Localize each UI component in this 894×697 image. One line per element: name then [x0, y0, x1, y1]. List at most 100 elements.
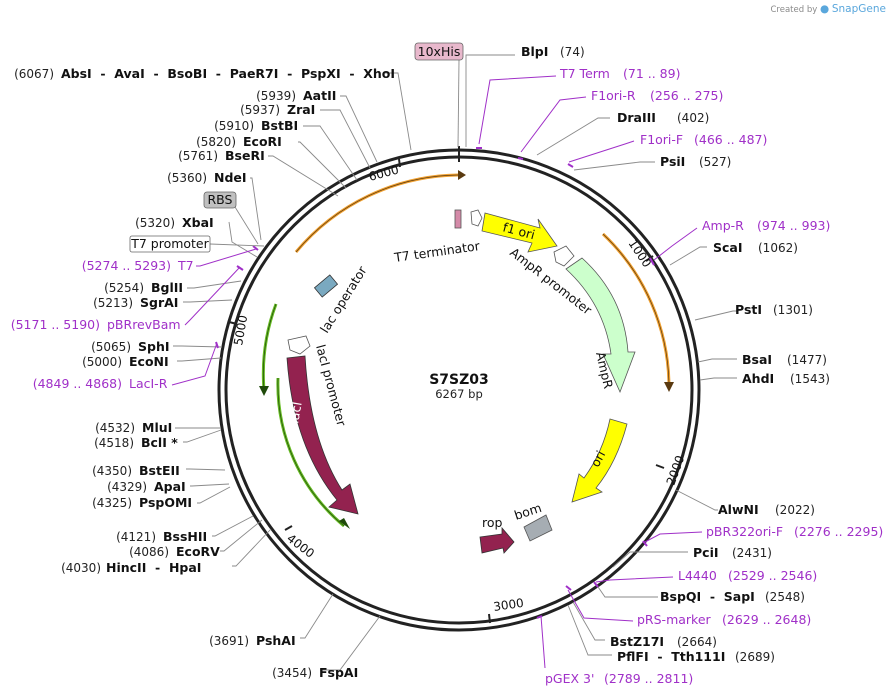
enzyme-label-aatii[interactable]: (5939)AatII — [256, 88, 336, 103]
svg-text:(4030): (4030) — [61, 561, 101, 575]
primer-label-t7term[interactable]: T7 Term(71 .. 89) — [559, 66, 680, 81]
enzyme-label-bstz17i[interactable]: BstZ17I(2664) — [610, 634, 717, 649]
enzyme-label-blpi[interactable]: BlpI(74) — [521, 44, 585, 59]
primer-label-pgex3[interactable]: pGEX 3'(2789 .. 2811) — [545, 671, 693, 686]
svg-text:BspQI - SapI: BspQI - SapI — [660, 589, 755, 604]
svg-text:BglII: BglII — [151, 280, 183, 295]
enzyme-label-bsteii[interactable]: (4350) BstEII — [92, 463, 180, 478]
enzyme-label-zrai[interactable]: (5937)ZraI — [240, 102, 315, 117]
enzyme-label-ecorv[interactable]: (4086)EcoRV — [129, 544, 220, 559]
tick-4000: 4000 — [284, 531, 317, 561]
enzyme-label-psii[interactable]: PsiI(527) — [660, 154, 731, 169]
svg-text:(2629 .. 2648): (2629 .. 2648) — [722, 612, 811, 627]
rop-label: rop — [482, 515, 503, 530]
primer-label-amp-r[interactable]: Amp-R(974 .. 993) — [702, 218, 830, 233]
svg-text:(4350): (4350) — [92, 464, 132, 478]
svg-text:AlwNI: AlwNI — [718, 502, 759, 517]
enzyme-label-scai[interactable]: ScaI(1062) — [713, 240, 798, 255]
enzyme-label-pflfi-tth111i[interactable]: PflFI - Tth111I(2689) — [617, 649, 775, 664]
enzyme-label-xbai[interactable]: (5320)XbaI — [135, 215, 214, 230]
enzyme-label-ahdi[interactable]: AhdI(1543) — [742, 371, 830, 386]
svg-text:EcoNI: EcoNI — [129, 354, 169, 369]
plasmid-name: S7SZ03 — [429, 372, 489, 388]
svg-text:(5065): (5065) — [91, 340, 131, 354]
enzyme-label-ndei[interactable]: (5360)NdeI — [167, 170, 246, 185]
orange-arc-top-arrow — [458, 170, 466, 180]
enzyme-label-psti[interactable]: PstI(1301) — [735, 302, 813, 317]
tick-5000: 5000 — [231, 314, 250, 347]
primer-label-laci-r[interactable]: (4849 .. 4868)LacI-R — [33, 376, 168, 391]
svg-text:(71 .. 89): (71 .. 89) — [623, 66, 680, 81]
svg-text:(5320): (5320) — [135, 216, 175, 230]
rop-arrow — [479, 526, 515, 554]
enzyme-label-xhoi-group[interactable]: (6067)AbsI - AvaI - BsoBI - PaeR7I - Psp… — [14, 66, 395, 81]
svg-text:pRS-marker: pRS-marker — [637, 612, 712, 627]
plasmid-length: 6267 bp — [435, 387, 483, 401]
enzyme-label-apai[interactable]: (4329)ApaI — [107, 479, 186, 494]
enzyme-label-alwni[interactable]: AlwNI (2022) — [718, 502, 815, 517]
svg-text:(1543): (1543) — [790, 372, 830, 386]
enzyme-label-econi[interactable]: (5000)EcoNI — [82, 354, 169, 369]
enzyme-label-bseri[interactable]: (5761)BseRI — [178, 148, 265, 163]
primer-label-f1ori-f[interactable]: F1ori-F(466 .. 487) — [640, 132, 767, 147]
rbs-leader — [234, 206, 259, 245]
t7-terminator-mark — [454, 209, 462, 229]
svg-text:(5254): (5254) — [104, 281, 144, 295]
enzyme-label-bsshii[interactable]: (4121) BssHII — [116, 529, 207, 544]
svg-text:AbsI - AvaI - BsoBI - Pa: AbsI - AvaI - BsoBI - PaeR7I - PspXI - X… — [61, 66, 395, 81]
enzyme-label-bstbi[interactable]: (5910)BstBI — [214, 118, 298, 133]
primer-label-f1ori-r[interactable]: F1ori-R(256 .. 275) — [591, 88, 723, 103]
t7-promoter-leader — [209, 243, 265, 247]
enzyme-label-bcli[interactable]: (4518)BclI * — [94, 435, 178, 450]
enzyme-label-bsai[interactable]: BsaI(1477) — [742, 352, 827, 367]
his-tag-box[interactable]: 10xHis — [414, 42, 464, 61]
primer-label-l4440[interactable]: L4440(2529 .. 2546) — [678, 568, 817, 583]
svg-text:BstZ17I: BstZ17I — [610, 634, 664, 649]
svg-text:(466 .. 487): (466 .. 487) — [694, 132, 767, 147]
svg-text:(974 .. 993): (974 .. 993) — [757, 218, 830, 233]
primer-label-t7[interactable]: (5274 .. 5293) T7 — [82, 258, 194, 273]
svg-text:T7: T7 — [177, 258, 194, 273]
enzyme-leaders — [173, 54, 738, 671]
t7-promoter-label: T7 promoter — [130, 236, 209, 251]
svg-text:NdeI: NdeI — [214, 170, 247, 185]
primer-label-pbrrevbam[interactable]: (5171 .. 5190)pBRrevBam — [11, 317, 181, 332]
enzyme-label-sphi[interactable]: (5065) SphI — [91, 339, 169, 354]
enzyme-label-fspai[interactable]: (3454)FspAI — [272, 665, 358, 680]
enzyme-label-pcii[interactable]: PciI(2431) — [693, 545, 772, 560]
t7-promoter-box[interactable]: T7 promoter — [129, 235, 211, 253]
rbs-box[interactable]: RBS — [203, 191, 237, 209]
enzyme-label-sgrai[interactable]: (5213)SgrAI — [93, 295, 178, 310]
svg-text:(5274 .. 5293): (5274 .. 5293) — [82, 258, 171, 273]
enzyme-label-hincii-hpai[interactable]: (4030)HincII - HpaI — [61, 560, 201, 575]
svg-text:BstEII: BstEII — [139, 463, 180, 478]
primer-labels: T7 Term(71 .. 89) F1ori-R(256 .. 275) F1… — [11, 66, 884, 686]
primer-label-prs-marker[interactable]: pRS-marker (2629 .. 2648) — [637, 612, 811, 627]
svg-text:PciI: PciI — [693, 545, 719, 560]
svg-text:AatII: AatII — [303, 88, 336, 103]
svg-text:SphI: SphI — [138, 339, 170, 354]
svg-text:(5761): (5761) — [178, 149, 218, 163]
svg-text:PspOMI: PspOMI — [139, 495, 192, 510]
enzyme-label-bglii[interactable]: (5254) BglII — [104, 280, 183, 295]
enzyme-label-bspqi-sapi[interactable]: BspQI - SapI(2548) — [660, 589, 805, 604]
svg-text:BssHII: BssHII — [163, 529, 207, 544]
enzyme-label-pshai[interactable]: (3691)PshAI — [209, 633, 296, 648]
svg-text:pBRrevBam: pBRrevBam — [107, 317, 181, 332]
primer-label-pbr322ori-f[interactable]: pBR322ori-F(2276 .. 2295) — [706, 524, 883, 539]
brand-name: SnapGene — [831, 3, 886, 15]
lac-operator-label: lac operator — [317, 263, 370, 336]
enzyme-label-mlui[interactable]: (4532)MluI — [95, 420, 172, 435]
svg-text:(4329): (4329) — [107, 480, 147, 494]
ori-label: ori — [587, 448, 608, 469]
svg-text:(4121): (4121) — [116, 530, 156, 544]
enzyme-label-ecori[interactable]: (5820)EcoRI — [196, 134, 282, 149]
enzyme-label-draiii[interactable]: DraIII(402) — [617, 110, 709, 125]
lac-operator-box — [313, 274, 339, 298]
svg-text:pBR322ori-F: pBR322ori-F — [706, 524, 783, 539]
svg-text:DraIII: DraIII — [617, 110, 656, 125]
svg-text:SgrAI: SgrAI — [140, 295, 178, 310]
svg-text:(2022): (2022) — [775, 503, 815, 517]
enzyme-label-pspomi[interactable]: (4325)PspOMI — [92, 495, 192, 510]
